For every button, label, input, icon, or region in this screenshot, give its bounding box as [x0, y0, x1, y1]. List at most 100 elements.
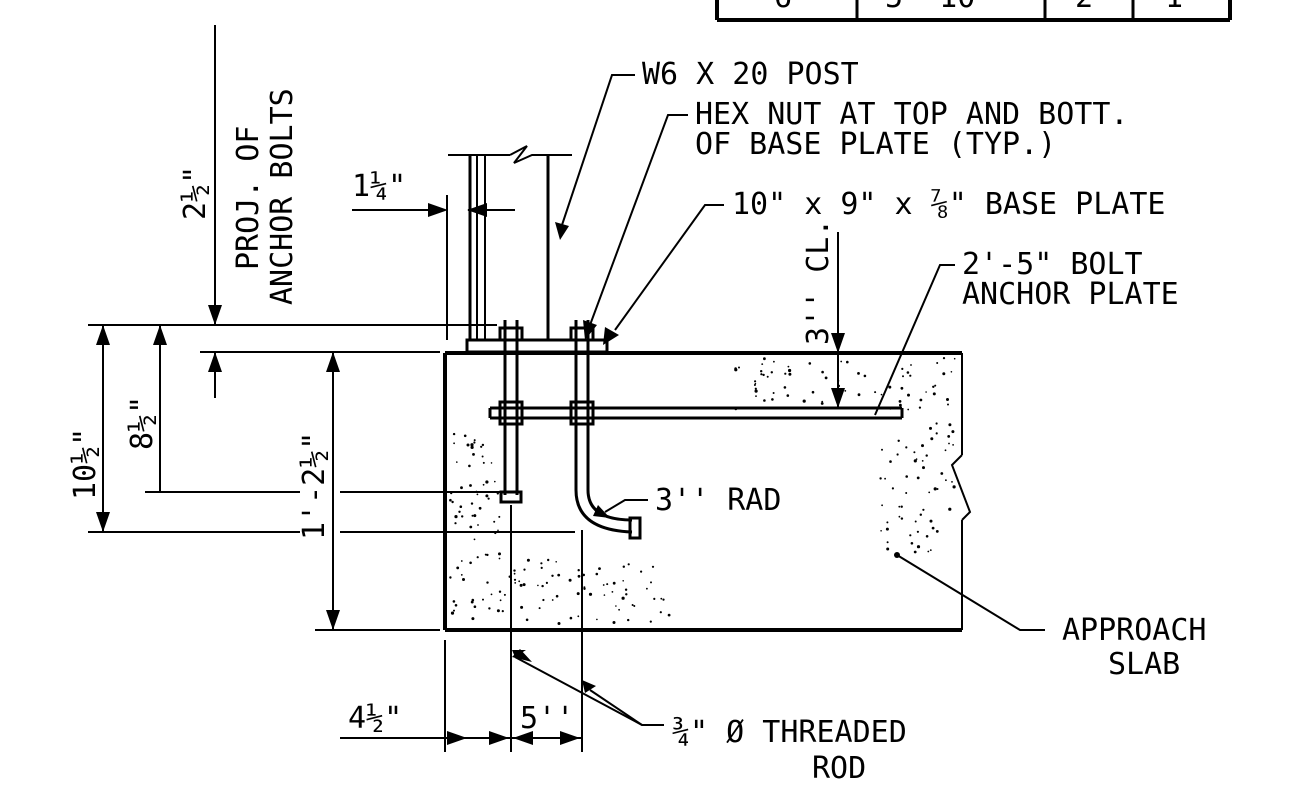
stipple-dot — [900, 386, 904, 390]
stipple-dot — [913, 550, 917, 554]
dim-bottom: 4½" 5'' — [340, 505, 583, 752]
stipple-dot — [463, 434, 467, 438]
proj-label-2: ANCHOR BOLTS — [265, 88, 300, 305]
stipple-dot — [940, 472, 944, 475]
stipple-dot — [844, 390, 847, 392]
stipple-dot — [582, 573, 585, 577]
stipple-dot — [929, 519, 933, 523]
stipple-dot — [921, 444, 924, 448]
dim-total-depth: 10½" — [68, 325, 575, 533]
stipple-dot — [942, 357, 946, 360]
stipple-dot — [487, 497, 490, 500]
stipple-dot — [485, 480, 489, 484]
stipple-dot — [493, 520, 496, 523]
stipple-dot — [494, 480, 496, 483]
stipple-dot — [541, 584, 544, 588]
stipple-dot — [953, 357, 956, 360]
stipple-dot — [577, 569, 580, 572]
dim-slab-value: 1'-2½" — [297, 432, 332, 540]
stipple-dot — [846, 360, 849, 364]
stipple-dot — [461, 515, 464, 518]
stipple-dot — [497, 529, 499, 532]
stipple-dot — [754, 382, 757, 385]
stipple-dot — [577, 615, 580, 618]
stipple-dot — [498, 515, 501, 518]
schedule-table-fragment: 6 5'-10" 2 1 — [715, 0, 1232, 22]
dim-projection: 2½" PROJ. OF ANCHOR BOLTS — [88, 25, 497, 398]
stipple-dot — [942, 372, 946, 376]
stipple-dot — [900, 517, 904, 520]
base-plate-label: 10" x 9" x ⅞" BASE PLATE — [732, 187, 1165, 222]
clearance-label: 3'' CL. — [801, 219, 836, 345]
stipple-dot — [909, 534, 912, 537]
stipple-dot — [624, 588, 628, 591]
stipple-dot — [932, 392, 936, 396]
stipple-dot — [486, 553, 489, 557]
stipple-dot — [898, 515, 901, 518]
stipple-dot — [627, 618, 630, 622]
proj-label-1: PROJ. OF — [231, 126, 266, 271]
stipple-dot — [857, 393, 861, 397]
stipple-dot — [802, 399, 806, 403]
stipple-dot — [905, 492, 908, 494]
dim-flange: 1¼" — [352, 169, 515, 340]
stipple-dot — [588, 592, 593, 596]
stipple-dot — [473, 538, 476, 541]
stipple-dot — [919, 513, 922, 516]
stipple-dot — [513, 572, 516, 575]
stipple-dot — [788, 372, 792, 376]
stipple-dot — [555, 561, 557, 563]
stipple-dot — [754, 387, 757, 390]
stipple-dot — [460, 574, 463, 576]
hex-nut-label-2: OF BASE PLATE (TYP.) — [695, 127, 1056, 162]
stipple-dot — [476, 556, 479, 559]
stipple-dot — [470, 600, 474, 604]
stipple-dot — [886, 547, 890, 551]
stipple-dot — [454, 604, 458, 607]
stipple-dot — [481, 455, 484, 458]
stipple-dot — [948, 423, 952, 427]
stipple-dot — [653, 597, 656, 601]
stipple-dot — [927, 550, 930, 553]
stipple-dot — [766, 375, 769, 378]
stipple-dot — [824, 376, 828, 380]
stipple-dot — [786, 394, 790, 397]
stipple-dot — [811, 390, 815, 394]
stipple-dot — [498, 552, 501, 556]
stipple-dot — [451, 500, 454, 504]
stipple-dot — [456, 461, 458, 463]
stipple-dot — [542, 598, 545, 602]
table-cell-1: 6 — [774, 0, 792, 15]
stipple-dot — [469, 484, 472, 487]
stipple-dot — [482, 598, 484, 601]
table-cell-2: 5'-10" — [885, 0, 993, 15]
stipple-dot — [905, 446, 908, 449]
stipple-dot — [603, 594, 606, 596]
stipple-dot — [568, 578, 572, 582]
stipple-dot — [783, 386, 787, 389]
stipple-dot — [787, 365, 790, 368]
stipple-dot — [935, 530, 939, 533]
stipple-dot — [503, 593, 506, 596]
dim-embed-value: 8½" — [125, 396, 160, 450]
stipple-dot — [612, 621, 616, 624]
stipple-dot — [900, 505, 903, 508]
dim-clearance: 3'' CL. — [801, 219, 845, 408]
stipple-dot — [929, 549, 932, 551]
stipple-dot — [615, 605, 617, 607]
stipple-dot — [449, 576, 452, 579]
stipple-dot — [909, 374, 912, 377]
stipple-dot — [649, 620, 652, 623]
stipple-dot — [518, 580, 521, 583]
stipple-dot — [933, 487, 937, 491]
stipple-dot — [545, 581, 549, 585]
stipple-dot — [466, 443, 470, 447]
stipple-dot — [471, 514, 474, 517]
stipple-dot — [881, 504, 883, 507]
stipple-dot — [469, 525, 473, 529]
stipple-dot — [618, 608, 620, 611]
stipple-dot — [761, 363, 764, 365]
stipple-dot — [951, 430, 955, 434]
radius-label: 3'' RAD — [655, 483, 781, 518]
